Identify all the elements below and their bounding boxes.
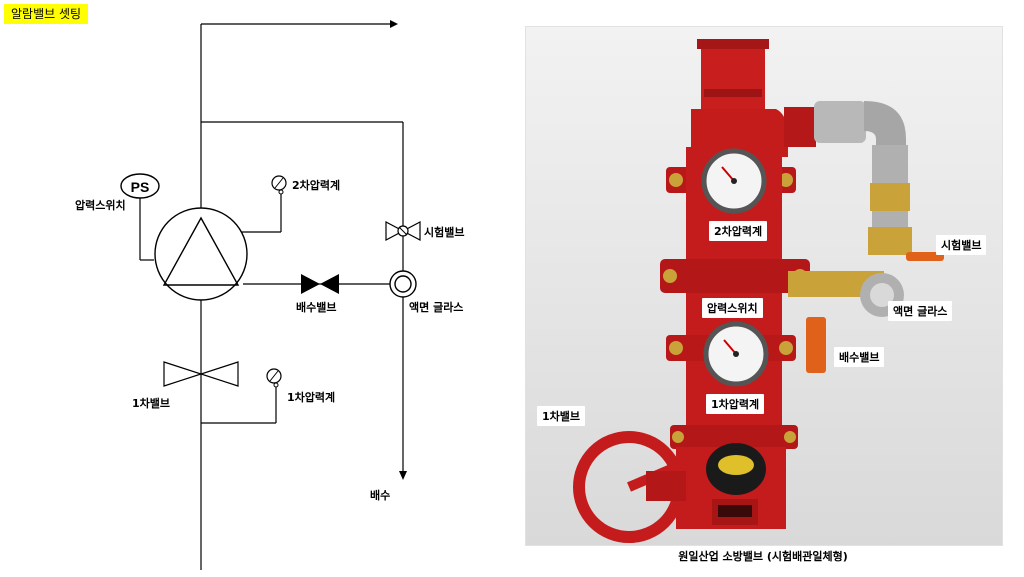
photo-label-pressure-switch: 압력스위치	[702, 298, 763, 318]
photo-label-sight-glass: 액면 글라스	[888, 301, 953, 321]
primary-valve-symbol	[163, 361, 239, 387]
photo-label-secondary-gauge: 2차압력계	[709, 221, 768, 241]
label-primary-valve: 1차밸브	[132, 397, 171, 410]
page-title: 알람밸브 셋팅	[4, 4, 89, 24]
valve-photo: 2차압력계 시험밸브 압력스위치 액면 글라스 배수밸브 1차압력계 1차밸브	[525, 26, 1003, 546]
label-pressure-switch: 압력스위치	[75, 199, 126, 212]
test-valve-symbol	[385, 221, 421, 241]
photo-label-drain-valve: 배수밸브	[834, 347, 885, 367]
label-drain: 배수	[370, 489, 391, 502]
alarm-valve-schematic: PS	[120, 20, 421, 570]
label-sight-glass: 액면 글라스	[409, 301, 464, 314]
photo-label-test-valve: 시험밸브	[936, 235, 987, 255]
photo-label-primary-valve: 1차밸브	[537, 406, 586, 426]
label-secondary-gauge: 2차압력계	[292, 179, 341, 192]
label-test-valve: 시험밸브	[424, 226, 465, 239]
pressure-switch-symbol	[120, 173, 160, 199]
photo-label-primary-gauge: 1차압력계	[706, 394, 765, 414]
drain-valve-symbol	[301, 274, 339, 294]
label-primary-gauge: 1차압력계	[287, 391, 336, 404]
ps-symbol-text: PS	[131, 179, 150, 195]
alarm-valve-body	[154, 207, 248, 301]
photo-caption: 원일산업 소방밸브 (시험배관일체형)	[678, 550, 848, 563]
label-drain-valve: 배수밸브	[296, 301, 337, 314]
